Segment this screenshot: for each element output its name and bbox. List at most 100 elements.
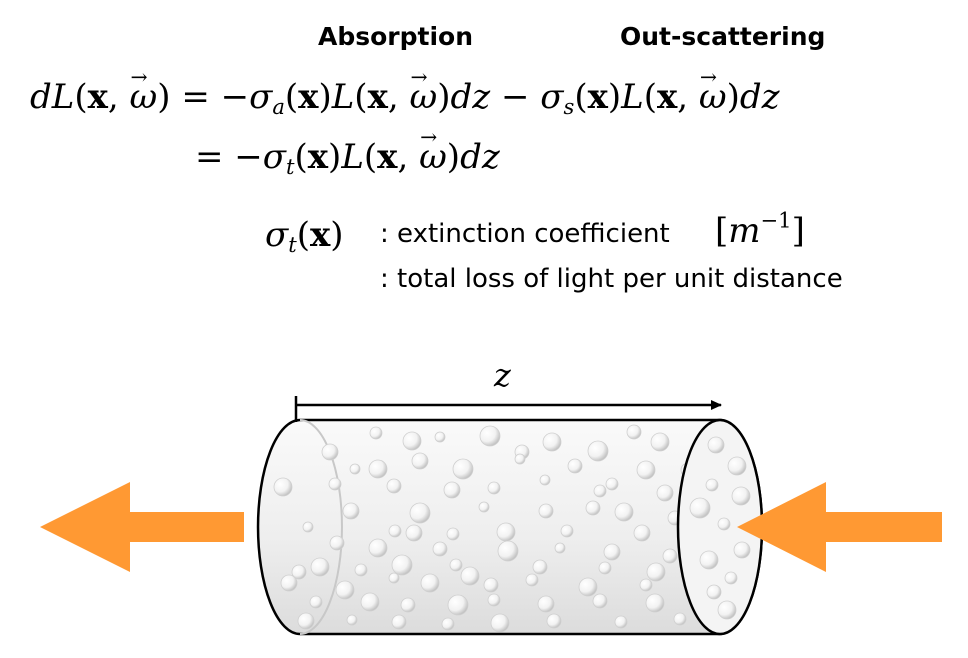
particle: [585, 500, 601, 516]
particle: [560, 524, 574, 538]
particle: [496, 522, 516, 542]
particle: [478, 501, 490, 513]
particle: [386, 478, 402, 494]
particle: [626, 424, 642, 440]
particle: [538, 503, 554, 519]
particle: [405, 524, 423, 542]
particle: [514, 453, 526, 465]
particle: [598, 561, 612, 575]
particle: [346, 614, 358, 626]
particle: [302, 521, 314, 533]
particle: [280, 574, 298, 592]
particle: [402, 431, 422, 451]
particle: [411, 452, 429, 470]
particle: [483, 577, 499, 593]
particle: [420, 573, 440, 593]
particle: [699, 550, 719, 570]
particle: [724, 571, 738, 585]
particle: [490, 613, 510, 633]
particle: [733, 541, 751, 559]
particle: [614, 502, 634, 522]
particle: [368, 538, 388, 558]
particle: [587, 440, 609, 462]
particle: [460, 566, 480, 586]
extinction-symbol: σt(x): [265, 215, 344, 257]
particle: [449, 558, 463, 572]
particle: [335, 580, 355, 600]
particle: [434, 431, 446, 443]
particle: [546, 613, 562, 629]
particle: [309, 595, 323, 609]
particle: [673, 612, 687, 626]
total-loss-description: : total loss of light per unit distance: [380, 264, 843, 294]
particle: [354, 563, 368, 577]
particle: [567, 458, 583, 474]
particle: [656, 484, 674, 502]
particle: [717, 600, 737, 620]
particle: [727, 456, 747, 476]
particle: [707, 436, 725, 454]
particle: [369, 426, 383, 440]
length-label: z: [494, 356, 511, 394]
particle: [321, 443, 339, 461]
particle: [329, 535, 345, 551]
particle: [297, 612, 315, 630]
equation-line-1: dL(x, ω) = −σa(x)L(x, ω)dz − σs(x)L(x, ω…: [30, 67, 780, 117]
particle: [391, 554, 413, 576]
particle: [593, 484, 607, 498]
particle: [636, 460, 656, 480]
particle: [706, 584, 722, 600]
particle: [646, 562, 666, 582]
particle: [388, 524, 402, 538]
particle: [537, 595, 555, 613]
particle: [349, 463, 361, 475]
cap-particles: [689, 436, 751, 620]
particle: [650, 432, 670, 452]
particle: [441, 617, 455, 631]
outgoing-light-arrow: [40, 482, 244, 572]
particle: [432, 541, 448, 557]
particle: [487, 593, 501, 607]
particle: [532, 559, 548, 575]
particle: [554, 542, 566, 554]
particle: [639, 578, 653, 592]
cylinder-back-face: [299, 419, 343, 635]
particle: [614, 615, 628, 629]
particle: [603, 543, 621, 561]
out-scattering-heading: Out-scattering: [620, 22, 826, 51]
particle: [452, 458, 474, 480]
incoming-light-arrow: [737, 482, 942, 572]
particle: [592, 593, 608, 609]
equation-line-2: = −σt(x)L(x, ω)dz: [195, 127, 500, 177]
particle: [328, 477, 342, 491]
particle: [645, 593, 665, 613]
particle: [273, 477, 293, 497]
extinction-description: : extinction coefficient: [380, 219, 670, 249]
particle: [633, 524, 651, 542]
particle: [578, 577, 598, 597]
particle: [409, 502, 431, 524]
particle: [446, 527, 460, 541]
particle: [368, 459, 388, 479]
particle: [542, 432, 562, 452]
particle: [539, 474, 551, 486]
particle: [342, 502, 360, 520]
particle: [310, 557, 330, 577]
particle: [689, 497, 711, 519]
particle: [605, 477, 619, 491]
particle: [447, 594, 469, 616]
particle: [479, 425, 501, 447]
particle: [497, 540, 519, 562]
unit-label: [m−1]: [715, 207, 805, 251]
particle: [717, 517, 731, 531]
particle: [391, 614, 407, 630]
absorption-heading: Absorption: [318, 22, 474, 51]
particle: [443, 481, 461, 499]
particle: [487, 481, 501, 495]
particle: [705, 478, 719, 492]
particle: [360, 592, 380, 612]
particle: [662, 548, 678, 564]
particle: [525, 573, 539, 587]
particle: [291, 564, 307, 580]
